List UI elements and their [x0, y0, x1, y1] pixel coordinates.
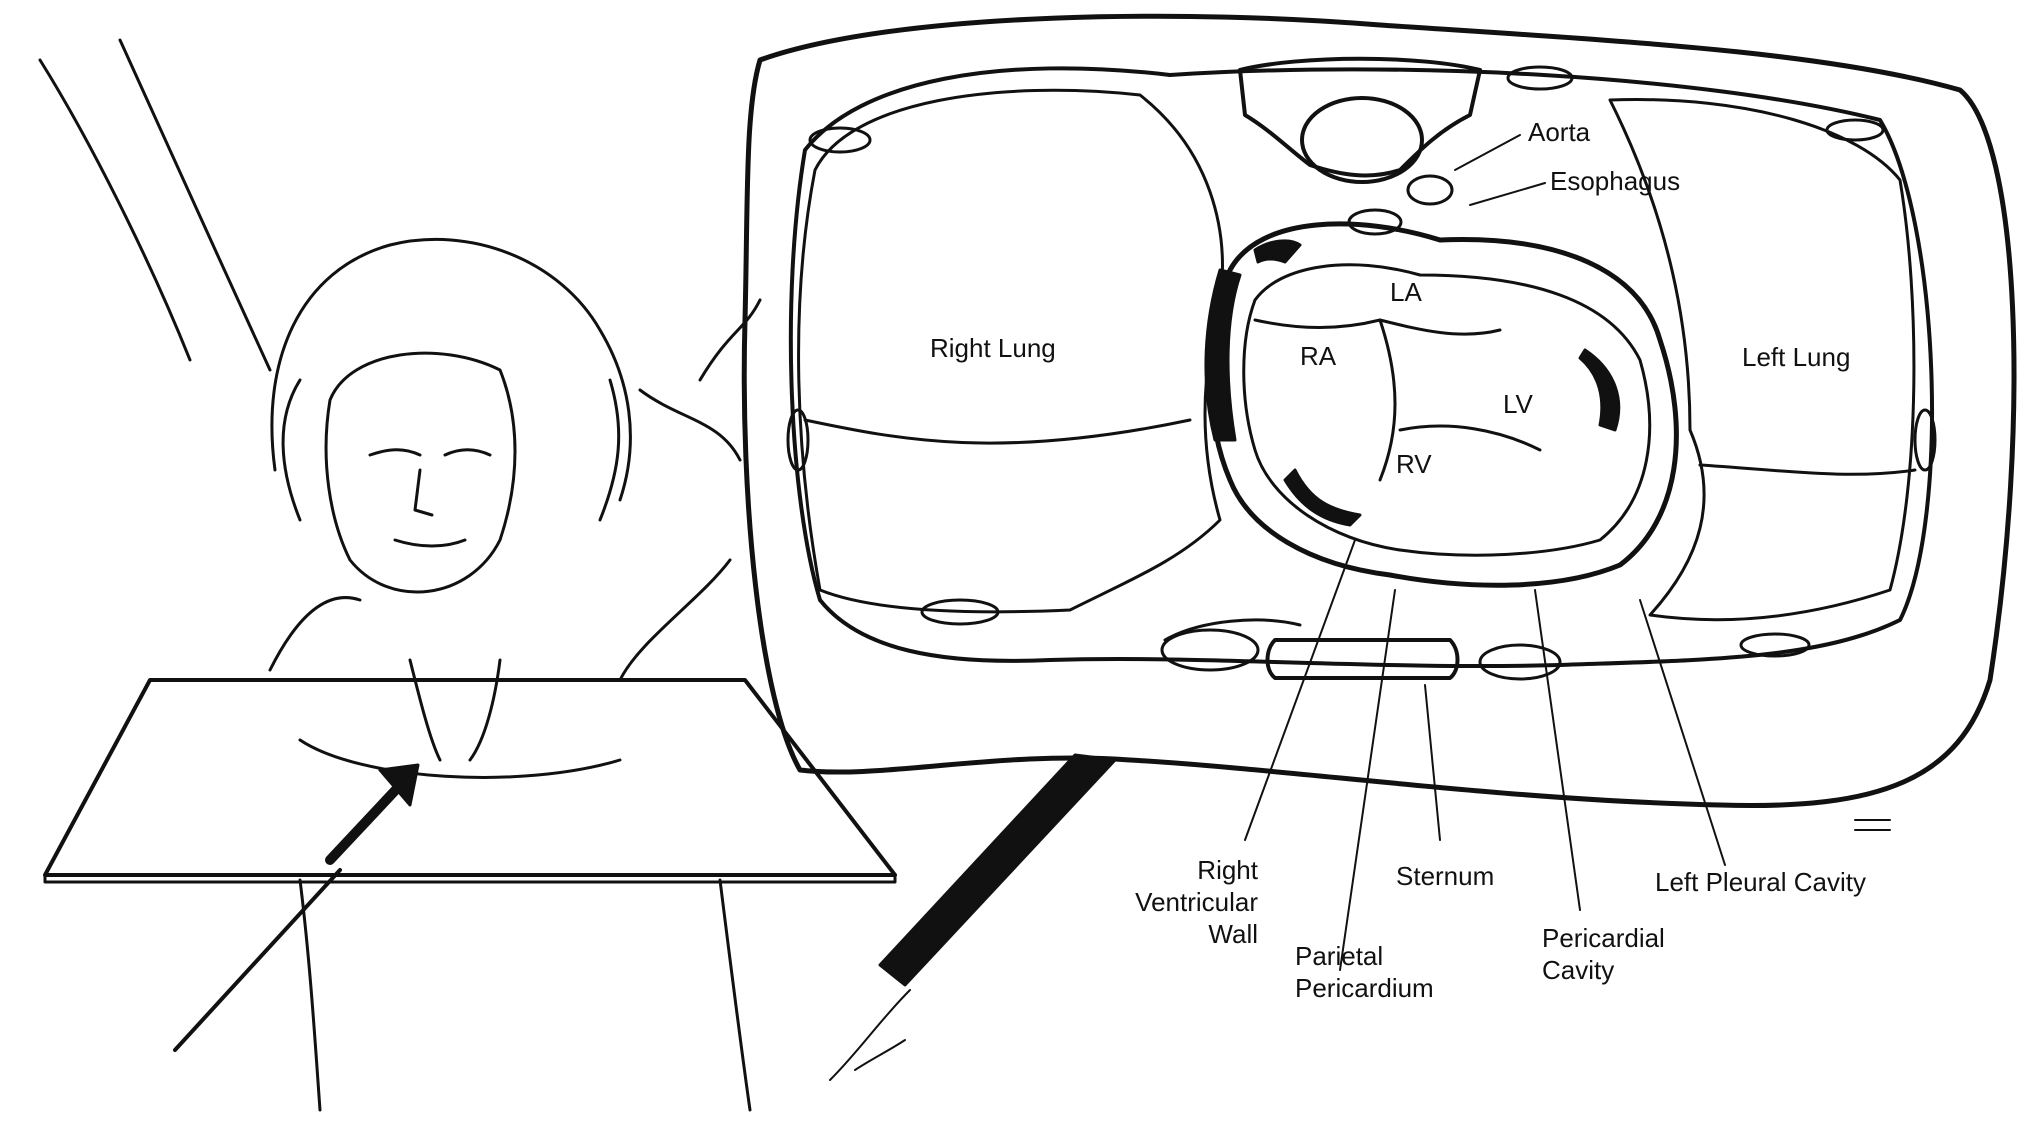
label-parietal-pericardium-line-2: Pericardium: [1295, 972, 1434, 1004]
label-left-lung: Left Lung: [1742, 341, 1850, 373]
label-right-lung: Right Lung: [930, 332, 1056, 364]
label-rv: RV: [1396, 448, 1432, 480]
label-la: LA: [1390, 276, 1422, 308]
label-left-pleural-cavity: Left Pleural Cavity: [1655, 866, 1866, 898]
label-pericardial-cavity-line-2: Cavity: [1542, 954, 1665, 986]
label-aorta: Aorta: [1528, 116, 1590, 148]
label-ra: RA: [1300, 340, 1336, 372]
cross-section: [744, 16, 2014, 1080]
label-esophagus: Esophagus: [1550, 165, 1680, 197]
label-right-ventricular-wall-line-1: Right: [1100, 854, 1258, 886]
patient-figure: [40, 40, 895, 1110]
label-right-ventricular-wall-line-3: Wall: [1100, 918, 1258, 950]
label-pericardial-cavity: Pericardial Cavity: [1542, 922, 1665, 986]
label-parietal-pericardium-line-1: Parietal: [1295, 940, 1434, 972]
label-right-ventricular-wall-line-2: Ventricular: [1100, 886, 1258, 918]
label-parietal-pericardium: Parietal Pericardium: [1295, 940, 1434, 1004]
label-lv: LV: [1503, 388, 1533, 420]
label-right-ventricular-wall: Right Ventricular Wall: [1100, 854, 1258, 950]
leader-lines: [1245, 135, 1725, 970]
label-sternum: Sternum: [1396, 860, 1494, 892]
label-pericardial-cavity-line-1: Pericardial: [1542, 922, 1665, 954]
